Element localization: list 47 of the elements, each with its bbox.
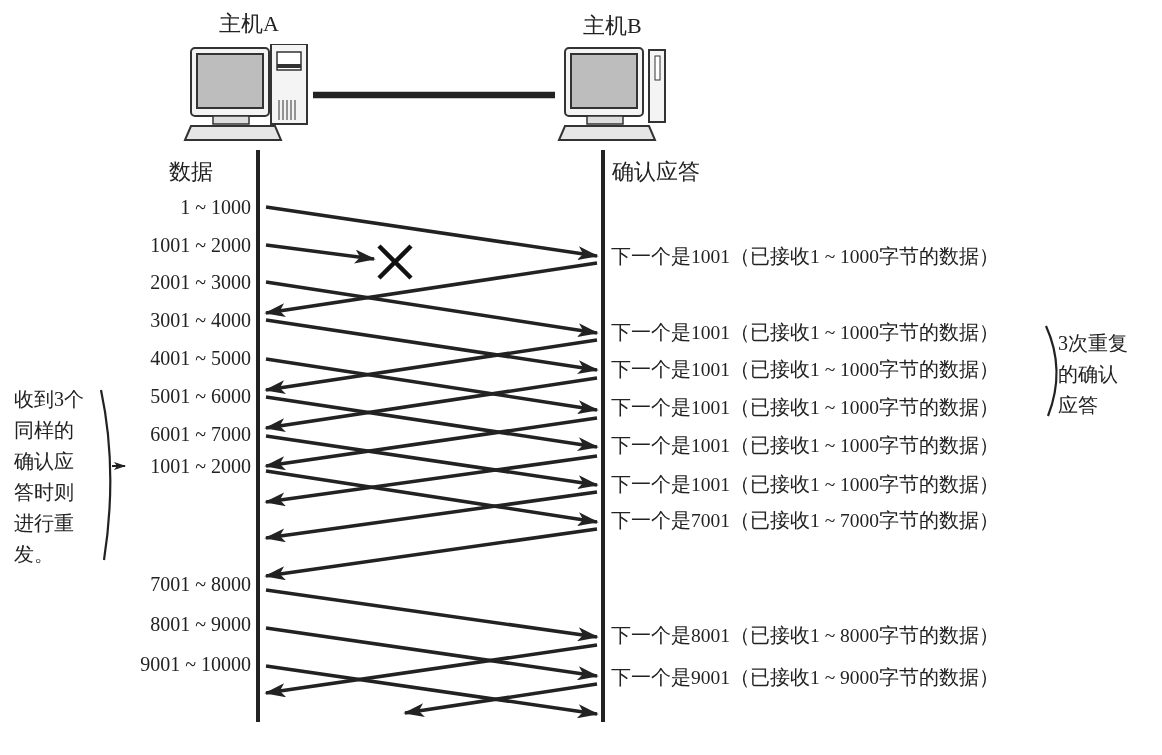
byte-range-label: 2001 ~ 3000	[150, 270, 251, 294]
arrow	[403, 682, 598, 718]
cross-mark	[376, 243, 414, 281]
acknowledgement-text: 下一个是1001（已接收1 ~ 1000字节的数据）	[611, 396, 1000, 420]
arrow	[265, 318, 599, 375]
arrow	[265, 243, 376, 264]
acknowledgement-text: 下一个是8001（已接收1 ~ 8000字节的数据）	[611, 624, 1000, 648]
annotation-text: 3次重复的确认应答	[1058, 331, 1129, 418]
arrow	[264, 338, 598, 395]
arrow	[264, 643, 598, 698]
arrow	[264, 490, 598, 543]
byte-range-label: 9001 ~ 10000	[140, 652, 251, 676]
arrow	[265, 664, 599, 719]
arrow	[265, 588, 599, 642]
arrow	[264, 376, 598, 433]
byte-range-label: 8001 ~ 9000	[150, 612, 251, 636]
column-heading: 数据	[169, 160, 213, 184]
arrow	[264, 454, 598, 507]
arrow	[265, 469, 599, 526]
byte-range-label: 3001 ~ 4000	[150, 308, 251, 332]
acknowledgement-text: 下一个是1001（已接收1 ~ 1000字节的数据）	[611, 434, 1000, 458]
host-label: 主机A	[219, 12, 279, 36]
arrow	[264, 527, 598, 581]
arrow	[265, 434, 599, 490]
acknowledgement-text: 下一个是7001（已接收1 ~ 7000字节的数据）	[611, 509, 1000, 533]
acknowledgement-text: 下一个是1001（已接收1 ~ 1000字节的数据）	[611, 321, 1000, 345]
acknowledgement-text: 下一个是1001（已接收1 ~ 1000字节的数据）	[611, 245, 1000, 269]
arrow	[265, 357, 599, 414]
byte-range-label: 1 ~ 1000	[180, 195, 251, 219]
arrow	[264, 416, 598, 471]
arrow	[265, 205, 599, 261]
arrow	[265, 280, 599, 337]
arrow	[264, 261, 598, 318]
annotation-text: 收到3个同样的确认应答时则进行重发。	[14, 387, 85, 567]
byte-range-label: 5001 ~ 6000	[150, 384, 251, 408]
byte-range-label: 4001 ~ 5000	[150, 346, 251, 370]
byte-range-label: 1001 ~ 2000	[150, 454, 251, 478]
acknowledgement-text: 下一个是9001（已接收1 ~ 9000字节的数据）	[611, 666, 1000, 690]
arrow	[265, 395, 599, 452]
host-label: 主机B	[583, 14, 642, 38]
byte-range-label: 7001 ~ 8000	[150, 572, 251, 596]
acknowledgement-text: 下一个是1001（已接收1 ~ 1000字节的数据）	[611, 358, 1000, 382]
byte-range-label: 6001 ~ 7000	[150, 422, 251, 446]
arrow	[265, 626, 599, 681]
acknowledgement-text: 下一个是1001（已接收1 ~ 1000字节的数据）	[611, 473, 1000, 497]
byte-range-label: 1001 ~ 2000	[150, 233, 251, 257]
column-heading: 确认应答	[612, 160, 700, 184]
